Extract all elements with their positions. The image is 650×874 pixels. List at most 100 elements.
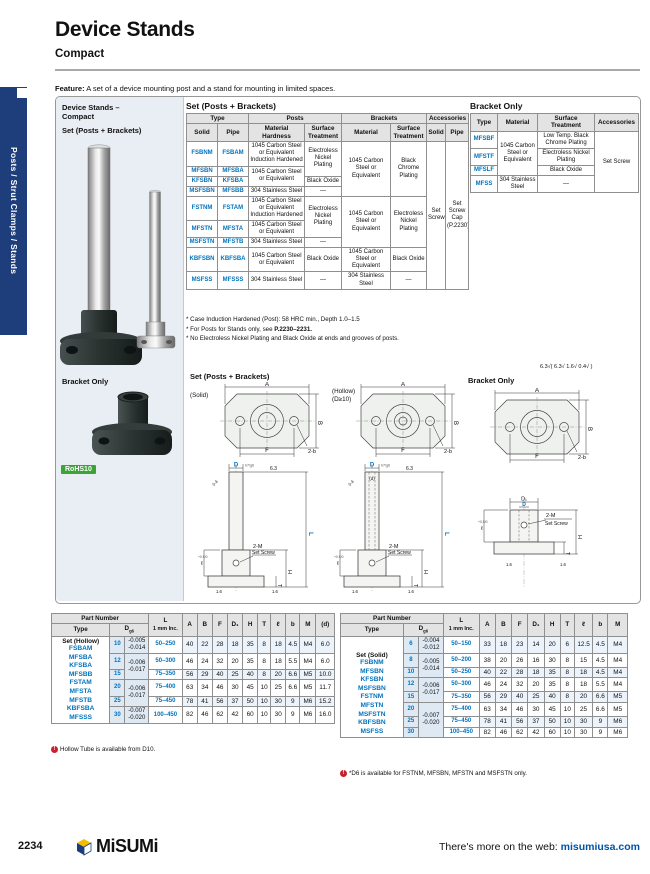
cell: 23 — [511, 635, 529, 654]
dim-L-label: L — [443, 532, 450, 536]
cell: 9 — [592, 726, 609, 739]
col-header: T — [559, 613, 575, 637]
tolerance-cell: -0.005 -0.014 — [124, 635, 150, 654]
cell: 10 — [559, 702, 575, 718]
part-number: MSFSTN — [186, 237, 218, 249]
cell: M5 — [607, 691, 628, 704]
col-header: Type — [470, 113, 498, 132]
cell: 75–400 — [148, 679, 183, 697]
cell: 37 — [226, 695, 244, 708]
cell: 8 — [257, 635, 272, 654]
cell: M4 — [607, 666, 628, 679]
tolerance-cell: -0.006 -0.017 — [124, 652, 150, 681]
roughness-0-4: 0.4 — [347, 479, 355, 487]
cell: 30 — [573, 716, 594, 728]
part-number: MFSS — [470, 175, 498, 194]
cell: 35 — [242, 652, 259, 670]
cell: 4.5 — [592, 652, 609, 668]
hollow-note-text: Hollow Tube is available from D10. — [60, 746, 156, 754]
cell: 38 — [478, 652, 496, 668]
cell: 40 — [242, 668, 259, 681]
part-number: MFSBA — [216, 165, 250, 177]
cell: 100–450 — [442, 726, 480, 739]
cell: 10 — [257, 679, 272, 697]
set-screw-label: Set Screw — [388, 550, 411, 556]
cell: 50–300 — [442, 677, 480, 693]
part-number: KFSBA — [216, 175, 250, 187]
cell: M5 — [299, 668, 317, 681]
set-product-photo — [60, 144, 176, 365]
dim-D-tolerance: h7/g6 — [245, 464, 254, 468]
cell: 4.5 — [285, 635, 301, 654]
col-header: Dg6 — [402, 623, 444, 637]
cell: 50–150 — [442, 635, 480, 654]
dim-H-label: H — [286, 570, 292, 574]
cell: 35 — [543, 677, 561, 693]
set-screw-label: Set Screw — [252, 550, 275, 556]
hollow-note: !Hollow Tube is available from D10. — [51, 746, 155, 753]
footnote: * For Posts for Stands only, see P.2230–… — [186, 325, 476, 335]
dim-2b-label: 2-b — [308, 449, 316, 455]
col-group: Type — [185, 112, 250, 125]
dim-F-label: F — [265, 448, 269, 454]
cell: 75–350 — [148, 668, 183, 681]
cell: 16 — [527, 652, 545, 668]
part-number: MFSBN — [186, 165, 218, 177]
dim-l-tolerance: +0.5/0 — [334, 555, 344, 559]
cell: 35 — [242, 635, 259, 654]
cell: 100–450 — [148, 706, 183, 725]
note-icon: ! — [51, 746, 58, 753]
cell: 25 — [226, 668, 244, 681]
cell: 6 — [559, 635, 575, 654]
solid-label: (Solid) — [190, 392, 209, 399]
col-header: Material Hardness — [248, 123, 306, 143]
set-table-header-row: Solid Pipe Material Hardness Surface Tre… — [186, 123, 470, 143]
part-number: MSFSS — [186, 271, 218, 290]
roughness-callout: 6.3√( 6.3√ 1.6√ 0.4√ ) — [540, 364, 593, 370]
cell: 12 — [402, 677, 419, 693]
cell: 29 — [494, 691, 513, 704]
cell: 75–450 — [148, 695, 183, 708]
col-header: F — [211, 613, 228, 637]
cell: 8 — [257, 668, 272, 681]
page-title: Device Stands — [55, 18, 195, 41]
col-header: H — [242, 613, 259, 637]
cell: 40 — [478, 666, 496, 679]
footer-website-link[interactable]: misumiusa.com — [560, 841, 640, 853]
cell: 46 — [211, 679, 228, 697]
col-header: Part Number — [340, 612, 444, 625]
panel-heading-line2: Compact — [62, 112, 95, 122]
cell: 15 — [109, 668, 126, 681]
dim-2M-label: 2-M — [253, 544, 263, 550]
col-header: Surface Treatment — [390, 123, 428, 143]
cell: 1045 Carbon Steel or Equivalent — [248, 247, 306, 273]
roughness-1-6: 1.6 — [560, 562, 566, 567]
cell: Set Screw Cap (P.2230) — [445, 141, 470, 290]
dim-F-label: F — [401, 448, 405, 454]
cell: — — [390, 271, 428, 290]
col-header: Type — [340, 623, 404, 637]
cell: 37 — [527, 716, 545, 728]
roughness-1-6: 1.6 — [216, 589, 222, 594]
tolerance-cell: -0.007 -0.020 — [124, 706, 150, 725]
col-header: T — [257, 613, 272, 637]
side-tab-label: Posts / Strut Clamps / Stands — [9, 147, 19, 275]
cell: 33 — [478, 635, 496, 654]
part-number: KBFSBA — [216, 247, 250, 273]
col-header: Pipe — [216, 123, 250, 143]
col-group: Accessories — [426, 112, 470, 125]
col-header: Dg6 — [109, 623, 150, 637]
cell: M6 — [299, 695, 317, 708]
cell: 8 — [559, 691, 575, 704]
cell: Set Screw — [594, 130, 639, 194]
cell: 26 — [511, 652, 529, 668]
cell: 50–200 — [442, 652, 480, 668]
cell: 5.5 — [592, 677, 609, 693]
dim-l-label: ℓ — [481, 526, 483, 532]
cell: M4 — [607, 652, 628, 668]
